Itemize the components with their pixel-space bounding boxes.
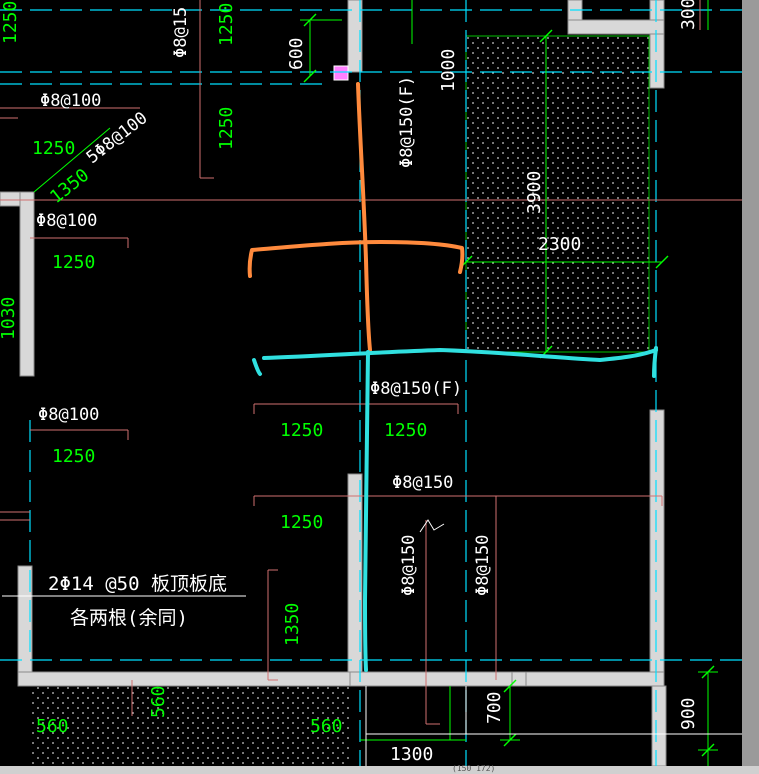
dim-300: 300 bbox=[678, 0, 699, 30]
orange-markup bbox=[247, 82, 465, 352]
dim-1350-diagonal: 1350 bbox=[46, 165, 93, 208]
dim-1250-top-left: 1250 bbox=[0, 1, 21, 44]
hatched-slab-lower bbox=[30, 686, 350, 766]
rebar-label-top-vertical: Φ8@15 bbox=[171, 7, 191, 58]
dim-1000: 1000 bbox=[438, 49, 459, 92]
dim-3900: 3900 bbox=[524, 171, 545, 214]
status-fragment: (150 172) bbox=[452, 764, 496, 773]
rebar-leader-lines bbox=[0, 0, 742, 725]
dim-1030-vertical: 1030 bbox=[0, 297, 19, 340]
axis-lines bbox=[0, 0, 742, 766]
dim-1250-center-a: 1250 bbox=[280, 420, 323, 441]
rebar-label-left-3: Φ8@100 bbox=[38, 405, 99, 425]
dimension-ticks bbox=[303, 13, 715, 757]
dim-2300: 2300 bbox=[538, 234, 581, 255]
rebar-label-center-f: Φ8@150(F) bbox=[370, 379, 462, 399]
misc-white-lines bbox=[2, 519, 742, 766]
dim-600: 600 bbox=[286, 37, 307, 70]
dim-1250-top-mid: 1250 bbox=[216, 3, 237, 46]
column-marker bbox=[333, 65, 349, 81]
dim-900: 900 bbox=[678, 697, 699, 730]
dim-1250-left-3: 1250 bbox=[52, 446, 95, 467]
rebar-label-vertical-1: Φ8@150 bbox=[399, 535, 419, 596]
dim-1250-left-2: 1250 bbox=[52, 252, 95, 273]
rebar-label-center: Φ8@150 bbox=[392, 473, 453, 493]
rebar-label-vertical-f: Φ8@150(F) bbox=[397, 76, 417, 168]
rebar-label-diagonal: 5Φ8@100 bbox=[83, 108, 152, 168]
cyan-markup bbox=[252, 346, 658, 672]
dim-1250-center-b: 1250 bbox=[384, 420, 427, 441]
window-right-edge bbox=[742, 0, 759, 766]
dim-1350-vertical: 1350 bbox=[282, 603, 303, 646]
dim-1250-center-c: 1250 bbox=[280, 512, 323, 533]
hatched-slab-upper bbox=[466, 36, 649, 352]
status-bar: (150 172) bbox=[0, 764, 759, 774]
rebar-label-vertical-2: Φ8@150 bbox=[473, 535, 493, 596]
dim-560-bottom-mid: 560 bbox=[148, 685, 169, 718]
dim-1250-mid-vertical: 1250 bbox=[216, 107, 237, 150]
note-line-2: 各两根(余同) bbox=[70, 607, 188, 629]
dim-1250-left-1: 1250 bbox=[32, 138, 75, 159]
dim-560-bottom-right: 560 bbox=[310, 716, 343, 737]
dim-700: 700 bbox=[484, 691, 505, 724]
rebar-label-left-2: Φ8@100 bbox=[36, 211, 97, 231]
dim-560-bottom-left: 560 bbox=[36, 716, 69, 737]
cad-viewport[interactable]: Φ8@15 Φ8@100 5Φ8@100 Φ8@100 Φ8@150(F) Φ8… bbox=[0, 0, 742, 766]
dim-1300: 1300 bbox=[390, 744, 433, 765]
note-line-1: 2Φ14 @50 板顶板底 bbox=[48, 573, 227, 595]
structural-plan-drawing: Φ8@15 Φ8@100 5Φ8@100 Φ8@100 Φ8@150(F) Φ8… bbox=[0, 0, 742, 766]
rebar-label-left-1: Φ8@100 bbox=[40, 91, 101, 111]
